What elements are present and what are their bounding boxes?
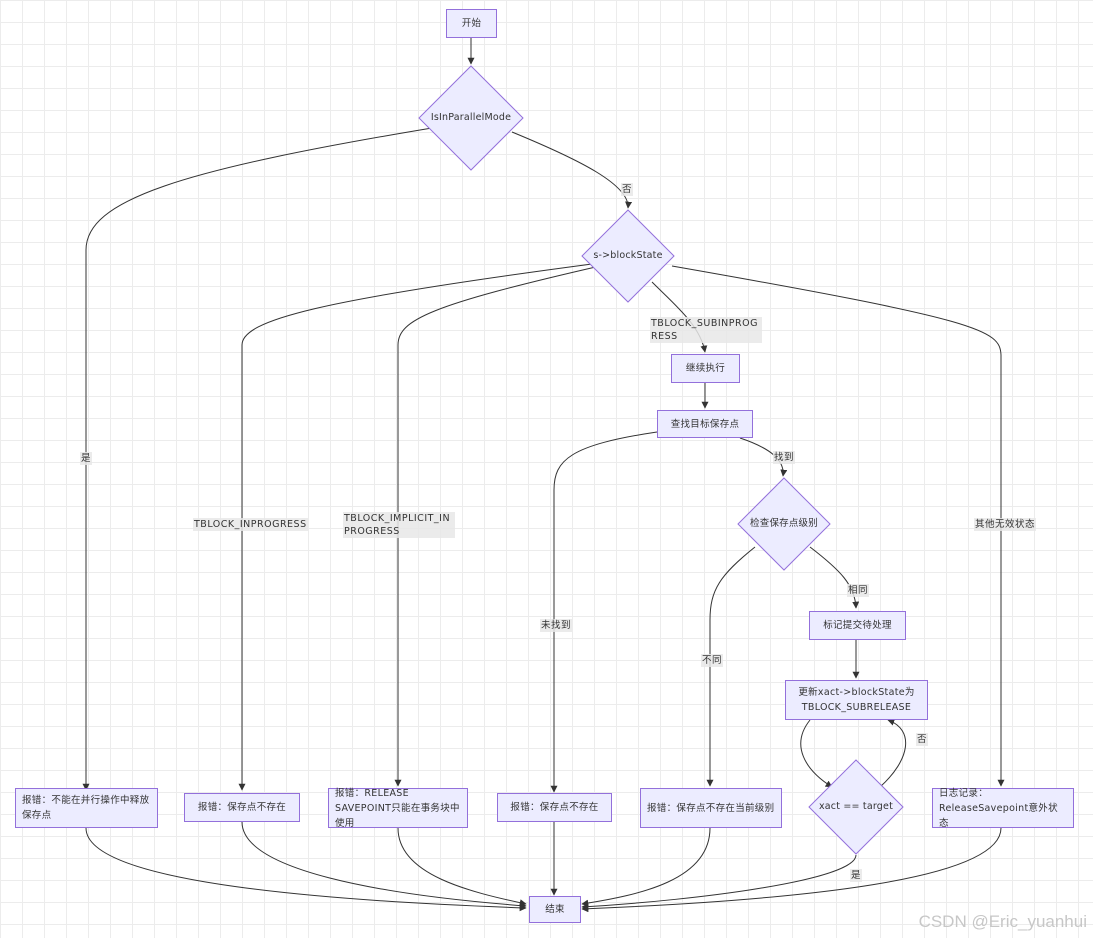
edge-parallel-yes (82, 127, 433, 791)
edge-label-notfound: 未找到 (540, 619, 573, 632)
node-err-nosp1[interactable]: 报错：保存点不存在 (184, 793, 300, 822)
diamond-loopcheck (808, 759, 904, 855)
edge-label-other: 其他无效状态 (974, 518, 1037, 531)
node-start[interactable]: 开始 (446, 9, 497, 38)
node-err-implicit[interactable]: 报错：RELEASE SAVEPOINT只能在事务块中使用 (328, 788, 468, 829)
edge-errlevel-end (581, 827, 711, 907)
node-blockstate[interactable]: s->blockState (593, 250, 663, 261)
node-checklevel[interactable]: 检查保存点级别 (750, 518, 818, 529)
edge-label-loop-yes: 是 (850, 869, 863, 882)
diamond-checklevel (737, 477, 831, 571)
node-continue[interactable]: 继续执行 (671, 354, 740, 383)
node-find[interactable]: 查找目标保存点 (657, 410, 753, 438)
edge-label-inprogress: TBLOCK_INPROGRESS (193, 518, 308, 531)
edge-blockstate-implicit (394, 265, 601, 787)
edge-label-yes-parallel: 是 (80, 452, 93, 465)
edge-loopcheck-yes (581, 854, 857, 911)
edge-parallel-no (511, 131, 633, 209)
edge-checklevel-same (809, 546, 860, 609)
node-parallel[interactable]: IsInParallelMode (430, 112, 512, 123)
edge-find-notfound (550, 431, 658, 793)
edge-blockstate-other (671, 265, 1005, 787)
edge-loopcheck-no (879, 718, 906, 788)
node-loopcheck[interactable]: xact == target (818, 801, 894, 812)
diamond-blockstate (581, 209, 675, 303)
watermark: CSDN @Eric_yuanhui (918, 912, 1087, 931)
node-log[interactable]: 日志记录：ReleaseSavepoint意外状态 (932, 788, 1074, 829)
edge-errimplicit-end (397, 827, 527, 907)
node-err-nosp2[interactable]: 报错：保存点不存在 (497, 793, 612, 822)
edge-label-subinprogress: TBLOCK_SUBINPROGRESS (650, 317, 762, 343)
edge-checklevel-different (706, 546, 756, 787)
node-end[interactable]: 结束 (529, 896, 581, 923)
edge-errparallel-end (85, 827, 527, 912)
edge-label-found: 找到 (773, 451, 796, 464)
edge-label-no-parallel: 否 (621, 183, 634, 196)
node-mark[interactable]: 标记提交待处理 (809, 611, 906, 640)
edge-log-end (581, 827, 1002, 913)
node-err-parallel[interactable]: 报错：不能在并行操作中释放保存点 (15, 788, 158, 828)
node-err-level[interactable]: 报错：保存点不存在当前级别 (640, 788, 782, 828)
edge-label-loop-no: 否 (916, 733, 929, 746)
edge-blockstate-inprogress (238, 263, 593, 791)
edge-label-implicit: TBLOCK_IMPLICIT_INPROGRESS (343, 512, 455, 538)
edge-update-loopcheck (800, 719, 833, 788)
edge-blockstate-subinprogress (651, 281, 708, 353)
diamond-parallel (418, 65, 524, 171)
edge-errnosp1-end (241, 821, 527, 910)
node-update[interactable]: 更新xact->blockState为TBLOCK_SUBRELEASE (785, 680, 928, 720)
edge-label-different: 不同 (701, 654, 724, 667)
edge-label-same: 相同 (847, 584, 870, 597)
